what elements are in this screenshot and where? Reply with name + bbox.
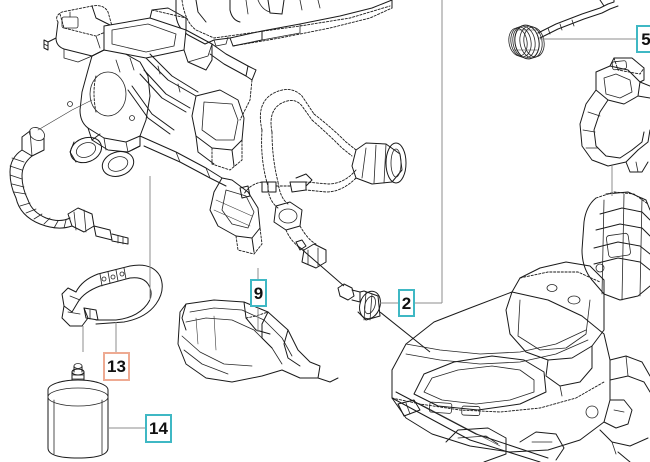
- engine-crankcase-housing-art: [391, 191, 650, 462]
- primer-bulb-fuel-pump-art: [239, 89, 407, 269]
- callout-2[interactable]: 2: [398, 289, 415, 317]
- fuel-hose-with-clamp-art: [61, 264, 163, 327]
- carburetor-intake-assembly-art: [43, 5, 263, 255]
- callout-13[interactable]: 13: [103, 352, 130, 381]
- callout-5[interactable]: 5: [636, 25, 650, 53]
- grommet-bushing-art: [295, 239, 431, 353]
- top-cover-shroud-art: [175, 0, 393, 47]
- coil-spring-with-rod-art: [508, 0, 619, 60]
- leader-lines: [82, 0, 636, 429]
- fuel-filter-canister-art: [47, 363, 109, 459]
- curved-heat-shield-bracket-art: [177, 299, 339, 383]
- callout-9[interactable]: 9: [250, 279, 267, 307]
- corrugated-flex-hose-art: [9, 99, 129, 245]
- handle-mount-bracket-art: [579, 57, 650, 173]
- callout-14[interactable]: 14: [145, 414, 172, 443]
